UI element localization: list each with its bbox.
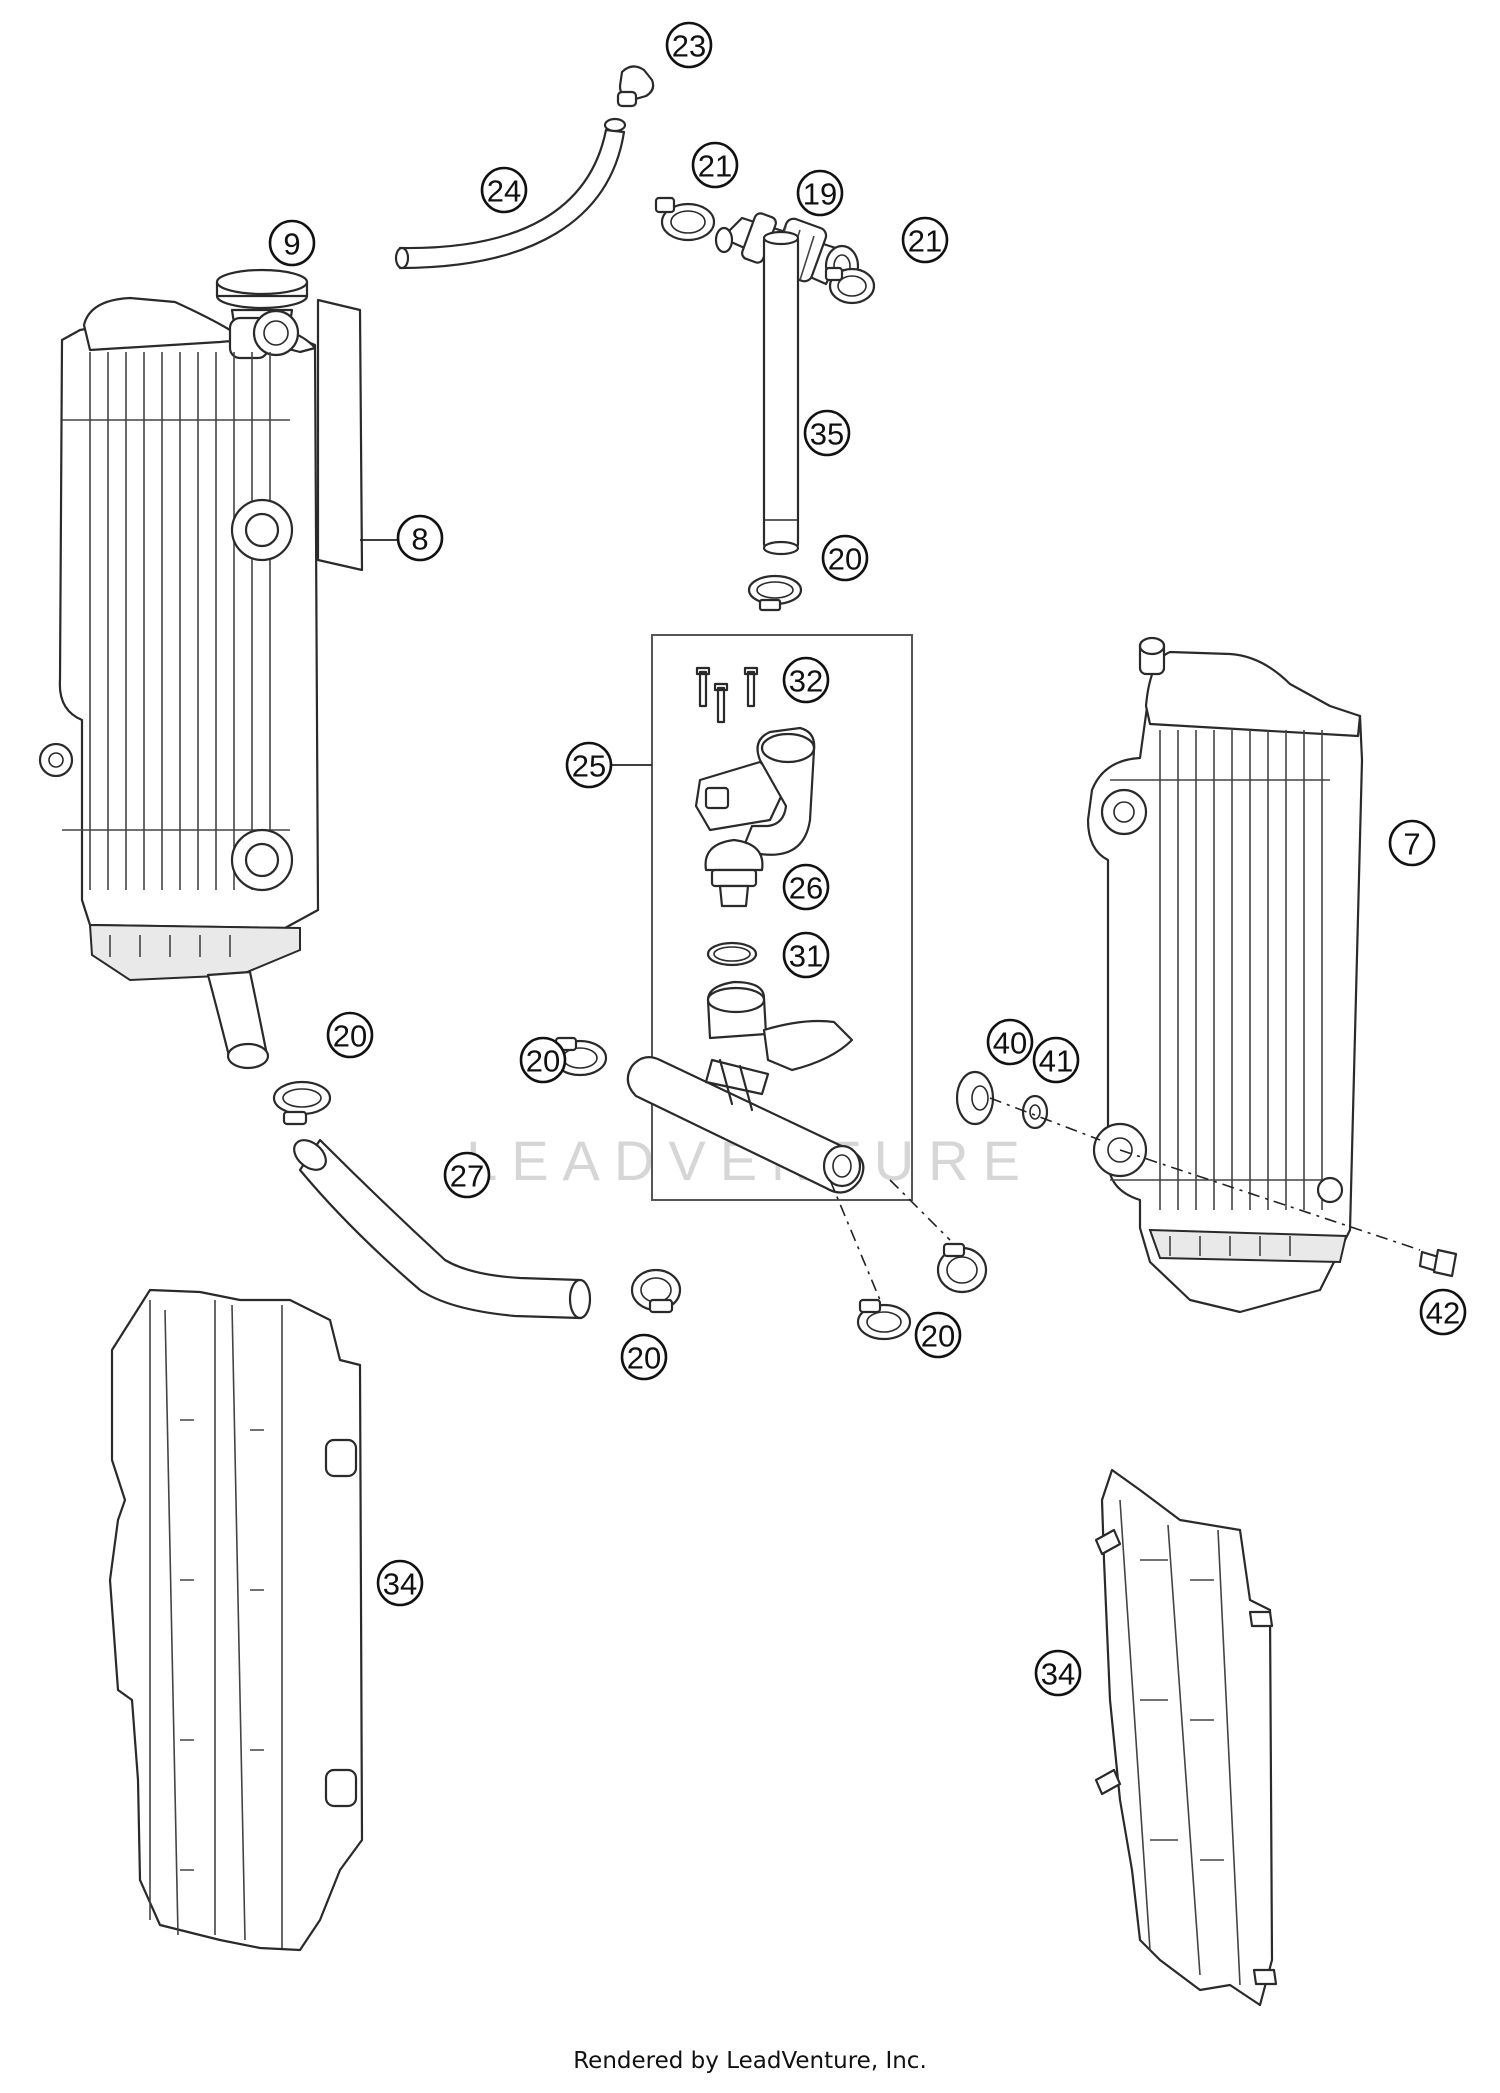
svg-text:40: 40 [993, 1026, 1027, 1061]
vent-elbow-23 [616, 65, 655, 108]
callout-31: 31 [782, 931, 830, 979]
callout-26: 26 [782, 863, 830, 911]
callout-8: 8 [396, 514, 444, 562]
svg-text:20: 20 [526, 1044, 560, 1079]
bolt-42 [1418, 1248, 1458, 1278]
svg-text:21: 21 [698, 149, 732, 184]
callout-24: 24 [480, 166, 528, 214]
hose-clamp-20-bottom-right [936, 1242, 988, 1294]
svg-text:42: 42 [1426, 1296, 1460, 1331]
svg-text:41: 41 [1039, 1044, 1073, 1079]
svg-text:26: 26 [789, 871, 823, 906]
washer-41 [1021, 1094, 1049, 1130]
radiator-shroud-34-left [108, 1288, 364, 1952]
svg-text:20: 20 [627, 1341, 661, 1376]
callout-20-center: 20 [519, 1036, 567, 1084]
vent-hose-24 [394, 117, 627, 270]
coolant-pipe-35 [762, 230, 800, 556]
callout-21-right: 21 [901, 216, 949, 264]
callout-34-right: 34 [1034, 1649, 1082, 1697]
callout-41: 41 [1032, 1036, 1080, 1084]
hose-clamp-21-right [824, 266, 876, 305]
callout-25: 25 [565, 741, 613, 789]
callout-32: 32 [782, 656, 830, 704]
thermostat-assembly-box [651, 634, 913, 1201]
svg-text:19: 19 [803, 177, 837, 212]
svg-text:8: 8 [411, 522, 428, 557]
callout-7: 7 [1388, 819, 1436, 867]
callout-20-bottom-left: 20 [620, 1333, 668, 1381]
svg-text:24: 24 [487, 174, 521, 209]
callout-21-left: 21 [691, 141, 739, 189]
hose-clamp-21-left [654, 196, 716, 242]
callout-40: 40 [986, 1018, 1034, 1066]
svg-text:20: 20 [333, 1019, 367, 1054]
hose-clamp-20-center [552, 1036, 608, 1077]
radiator-right-fins [1110, 730, 1330, 1210]
leader-hose-assembly [829, 1179, 951, 1301]
radiator-left-fins [62, 352, 290, 890]
svg-text:7: 7 [1403, 827, 1420, 862]
grommet-40 [955, 1070, 995, 1126]
svg-text:34: 34 [1041, 1657, 1075, 1692]
callout-27: 27 [443, 1151, 491, 1199]
svg-text:25: 25 [572, 749, 606, 784]
o-ring-31 [706, 941, 758, 967]
callout-9: 9 [268, 219, 316, 267]
hose-clamp-20-bottom-left [630, 1268, 682, 1314]
hose-clamp-20-left-mid [272, 1080, 332, 1126]
thermostat-housing-lower [626, 980, 865, 1194]
callout-19: 19 [796, 169, 844, 217]
svg-text:20: 20 [828, 542, 862, 577]
callout-20-top: 20 [821, 534, 869, 582]
radiator-left-8 [38, 296, 364, 1070]
callout-35: 35 [803, 409, 851, 457]
callout-42: 42 [1419, 1288, 1467, 1336]
svg-text:35: 35 [810, 417, 844, 452]
callout-34-left: 34 [376, 1559, 424, 1607]
radiator-right-7 [1086, 636, 1364, 1314]
svg-text:34: 34 [383, 1567, 417, 1602]
svg-text:9: 9 [283, 227, 300, 262]
callout-20-bottom-right: 20 [914, 1311, 962, 1359]
svg-text:31: 31 [789, 939, 823, 974]
footer-credit: Rendered by LeadVenture, Inc. [573, 2048, 927, 2074]
radiator-hose-27 [293, 1138, 592, 1320]
svg-text:21: 21 [908, 224, 942, 259]
callout-20-left-mid: 20 [326, 1011, 374, 1059]
thermostat-housing-upper [694, 726, 816, 856]
svg-text:20: 20 [921, 1319, 955, 1354]
thermostat-26 [704, 838, 764, 908]
hose-clamp-20-bottom-center [856, 1298, 912, 1341]
screws-32 [695, 666, 759, 724]
svg-text:23: 23 [672, 29, 706, 64]
callout-23: 23 [665, 21, 713, 69]
leader-grommet-line [989, 1097, 1421, 1251]
hose-clamp-20-top [747, 574, 803, 612]
svg-text:32: 32 [789, 664, 823, 699]
radiator-shroud-34-right [1094, 1468, 1278, 2007]
svg-text:27: 27 [450, 1159, 484, 1194]
